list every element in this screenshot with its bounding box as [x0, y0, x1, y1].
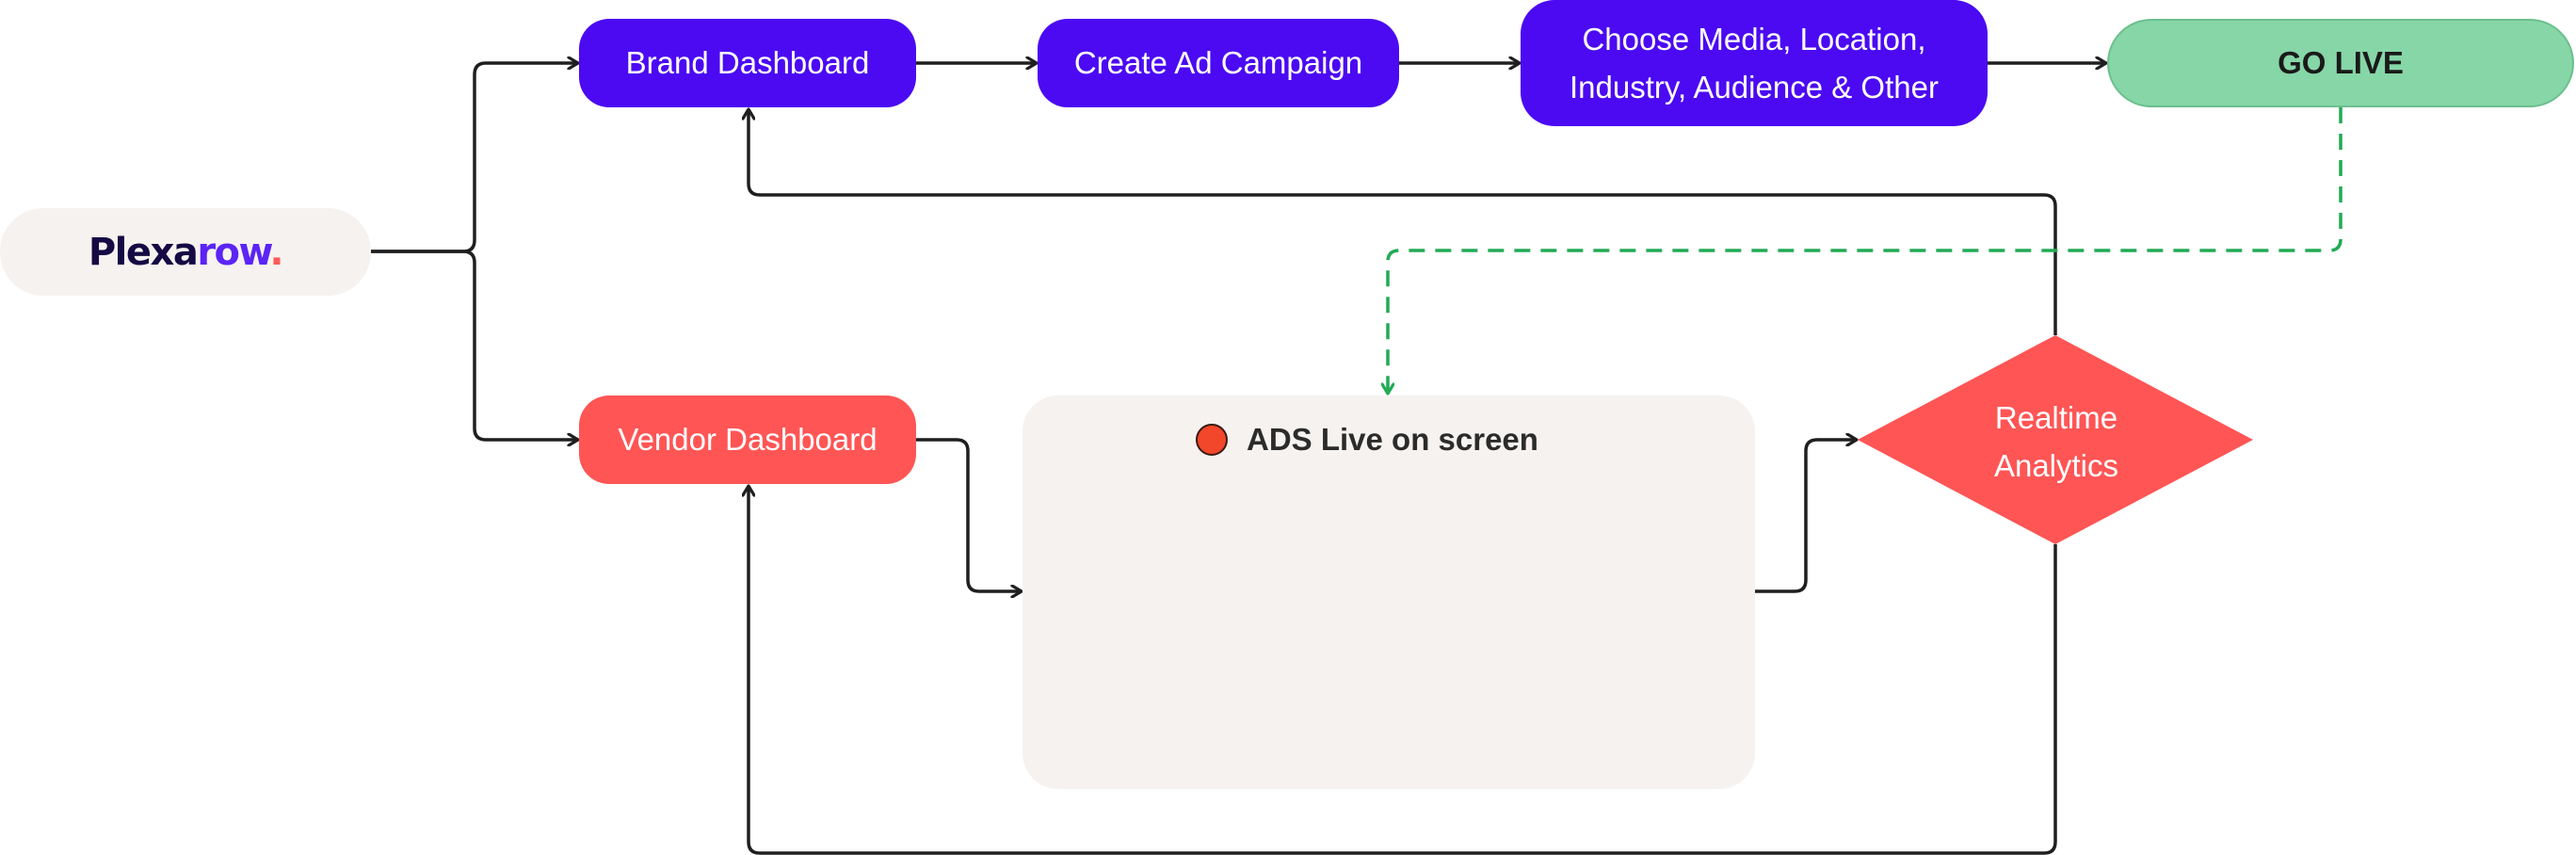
logo-text-dot: . [269, 230, 283, 274]
connector-analytics-to-brand [749, 109, 2057, 335]
realtime-analytics-line1: Realtime [1994, 400, 2118, 435]
vendor-dashboard-node: Vendor Dashboard [579, 395, 916, 484]
create-ad-campaign-label: Create Ad Campaign [1073, 45, 1363, 80]
brand-dashboard-node: Brand Dashboard [579, 19, 916, 107]
connector-logo-to-brand [371, 63, 578, 253]
plexarow-logo-text: Plexarow. [88, 230, 284, 274]
choose-media-label-line1: Choose Media, Location, [1582, 22, 1926, 56]
vendor-dashboard-label: Vendor Dashboard [618, 422, 877, 457]
connector-logo-to-vendor [371, 250, 578, 440]
connector-analytics-to-vendor [749, 486, 2057, 855]
connector-vendor-to-ads [916, 438, 1022, 591]
choose-media-label-line2: Industry, Audience & Other [1570, 70, 1939, 105]
brand-dashboard-label: Brand Dashboard [625, 45, 870, 80]
plexarow-logo: Plexarow. [0, 208, 371, 296]
logo-text-main: Plexa [88, 230, 199, 274]
connector-golive-to-ads-dashed [1388, 107, 2343, 394]
ads-live-panel [1022, 395, 1755, 789]
realtime-analytics-line2: Analytics [1993, 448, 2119, 483]
choose-media-node: Choose Media, Location, Industry, Audien… [1521, 0, 1988, 126]
realtime-analytics-label: Realtime Analytics [1941, 394, 2171, 490]
realtime-analytics-diamond [1858, 335, 2253, 544]
logo-text-accent: row [197, 230, 271, 274]
create-ad-campaign-node: Create Ad Campaign [1038, 19, 1399, 107]
ads-live-label: ADS Live on screen [1247, 422, 1538, 457]
live-dot-icon [1196, 424, 1228, 456]
go-live-label: GO LIVE [2278, 45, 2404, 80]
connector-ads-to-analytics [1755, 440, 1857, 593]
go-live-node: GO LIVE [2107, 19, 2574, 107]
ads-live-title: ADS Live on screen [1196, 419, 1538, 460]
